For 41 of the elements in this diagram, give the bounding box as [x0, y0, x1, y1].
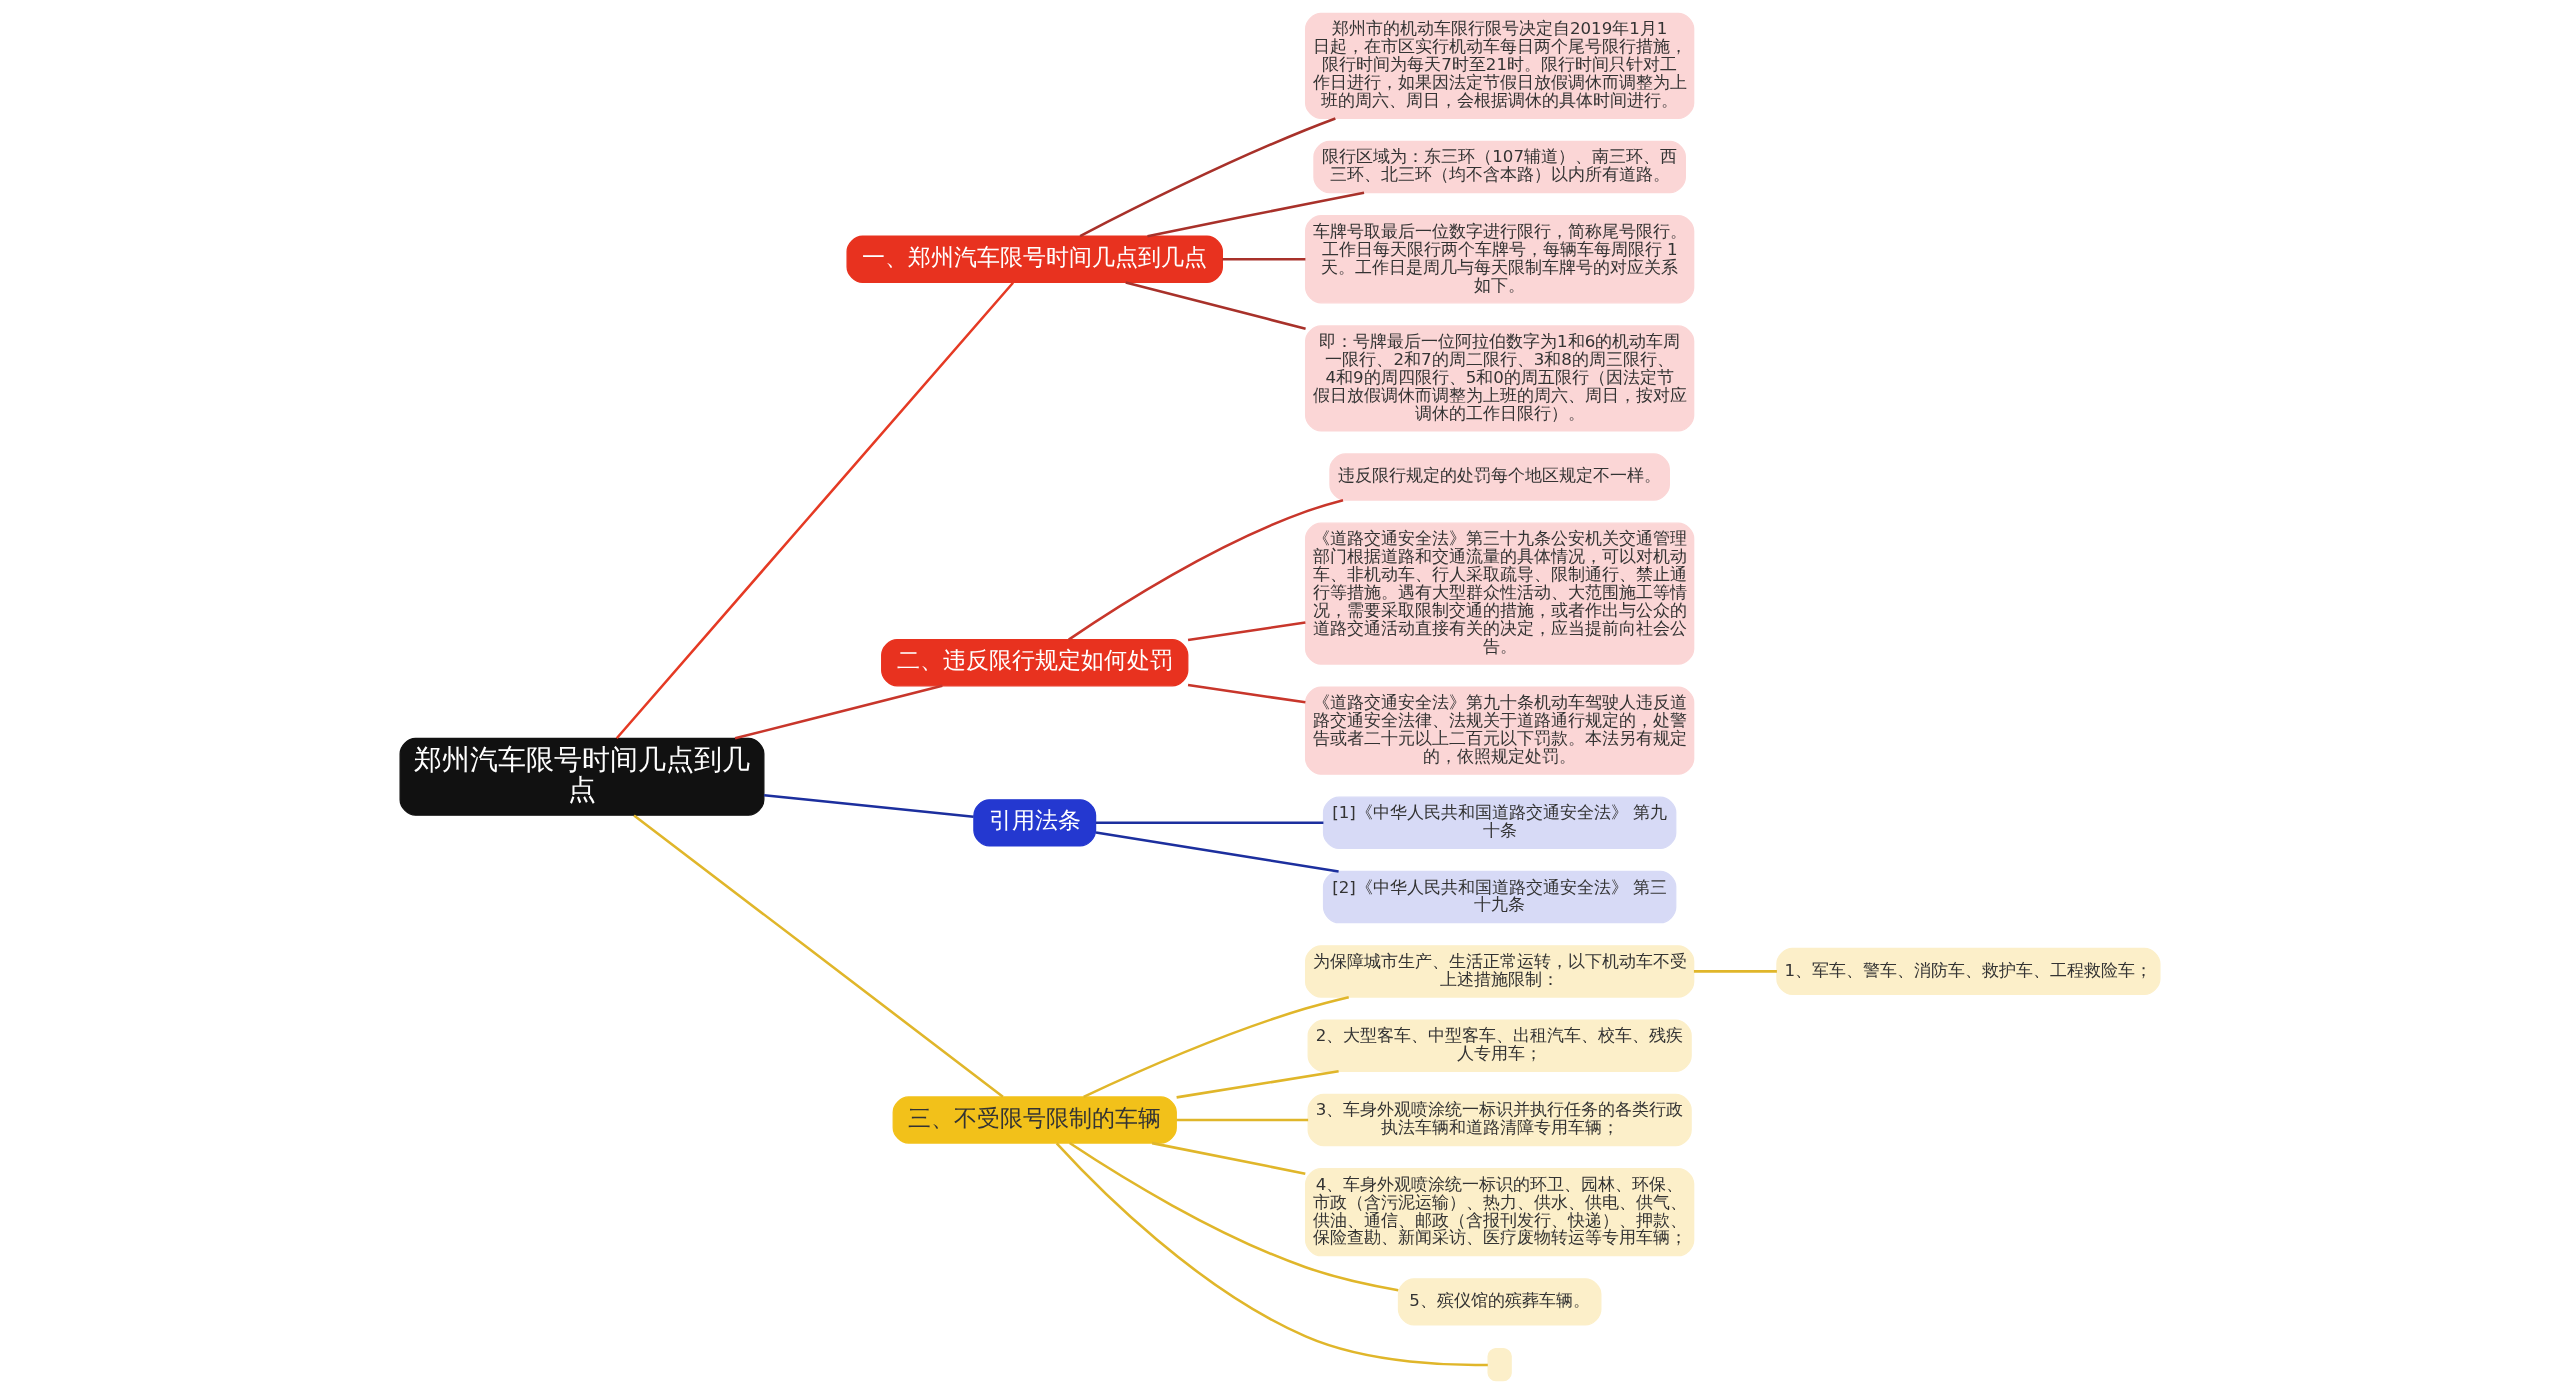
- node-box: 3、车身外观喷涂统一标识并执行任务的各类行政执法车辆和道路清障专用车辆；: [1307, 1093, 1692, 1147]
- connector: [1095, 831, 1339, 873]
- connector: [1083, 995, 1350, 1098]
- connector: [734, 684, 943, 740]
- connector: [1222, 258, 1306, 261]
- connector: [633, 814, 1004, 1098]
- connector: [1079, 117, 1336, 238]
- node-box: 二、违反限行规定如何处罚: [881, 639, 1189, 687]
- connector: [1187, 683, 1306, 704]
- connector: [764, 793, 974, 818]
- node-box: [1]《中华人民共和国道路交通安全法》 第九十条: [1322, 796, 1677, 850]
- node-box: 三、不受限号限制的车辆: [892, 1096, 1177, 1144]
- connector: [1125, 281, 1306, 330]
- node-box: 为保障城市生产、生活正常运转，以下机动车不受上述措施限制：: [1304, 945, 1695, 998]
- node-box: 违反限行规定的处罚每个地区规定不一样。: [1329, 453, 1670, 501]
- connector: [1187, 621, 1306, 642]
- node-box: 5、殡仪馆的殡葬车辆。: [1397, 1278, 1602, 1326]
- node-box: 车牌号取最后一位数字进行限行，简称尾号限行。工作日每天限行两个车牌号，每辆车每周限行 1 天。工作日是周几与每天限制车牌号的对应关系如下。: [1304, 215, 1695, 304]
- node-box: 郑州汽车限号时间几点到几点: [399, 737, 765, 816]
- connector: [615, 281, 1014, 740]
- node-box: [2]《中华人民共和国道路交通安全法》 第三十九条: [1322, 870, 1677, 924]
- node-box: [1487, 1347, 1512, 1382]
- node-box: 引用法条: [973, 799, 1097, 847]
- node-box: 限行区域为：东三环（107辅道）、南三环、西三环、北三环（均不含本路）以内所有道路。: [1313, 140, 1686, 194]
- connector: [1068, 1141, 1399, 1292]
- connector: [1176, 1070, 1339, 1099]
- node-box: 4、车身外观喷涂统一标识的环卫、园林、环保、市政（含污泥运输）、热力、供水、供电、供气、供油、通信、邮政（含报刊发行、快递）、押款、保险查勘、新闻采访、医疗废物转运等专用车辆；: [1304, 1168, 1695, 1257]
- node-box: 《道路交通安全法》第九十条机动车驾驶人违反道路交通安全法律、法规关于道路通行规定的，处警告或者二十元以上二百元以下罚款。本法另有规定的，依照规定处罚。: [1304, 686, 1695, 775]
- node-box: 即：号牌最后一位阿拉伯数字为1和6的机动车周一限行、2和7的周二限行、3和8的周三限行、4和9的周四限行、5和0的周五限行（因法定节假日放假调休而调整为上班的周六、周日，按对应调休的工作日限行）。: [1304, 325, 1695, 432]
- node-box: 1、军车、警车、消防车、救护车、工程救险车；: [1776, 947, 2161, 996]
- connector: [1151, 1141, 1306, 1175]
- connector: [1693, 970, 1777, 973]
- connector: [1147, 191, 1365, 238]
- connector: [1176, 1118, 1309, 1122]
- node-box: 郑州市的机动车限行限号决定自2019年1月1日起，在市区实行机动车每日两个尾号限行措施，限行时间为每天7时至21时。限行时间只针对工作日进行，如果因法定节假日放假调休而调整为上班的周六、周日，会根据调休的具体时间进行。: [1304, 12, 1695, 120]
- node-box: 2、大型客车、中型客车、出租汽车、校车、残疾人专用车；: [1307, 1019, 1692, 1072]
- connector: [1055, 1142, 1488, 1367]
- node-box: 《道路交通安全法》第三十九条公安机关交通管理部门根据道路和交通流量的具体情况，可以对机动车、非机动车、行人采取疏导、限制通行、禁止通行等措施。遇有大型群众性活动、大范围施工等情况，需要采取限制交通的措施，或者作出与公众的道路交通活动直接有关的决定，应当提前向社会公告。: [1304, 522, 1695, 665]
- connector: [1068, 498, 1344, 641]
- node-box: 一、郑州汽车限号时间几点到几点: [846, 235, 1223, 283]
- connector: [1096, 821, 1324, 825]
